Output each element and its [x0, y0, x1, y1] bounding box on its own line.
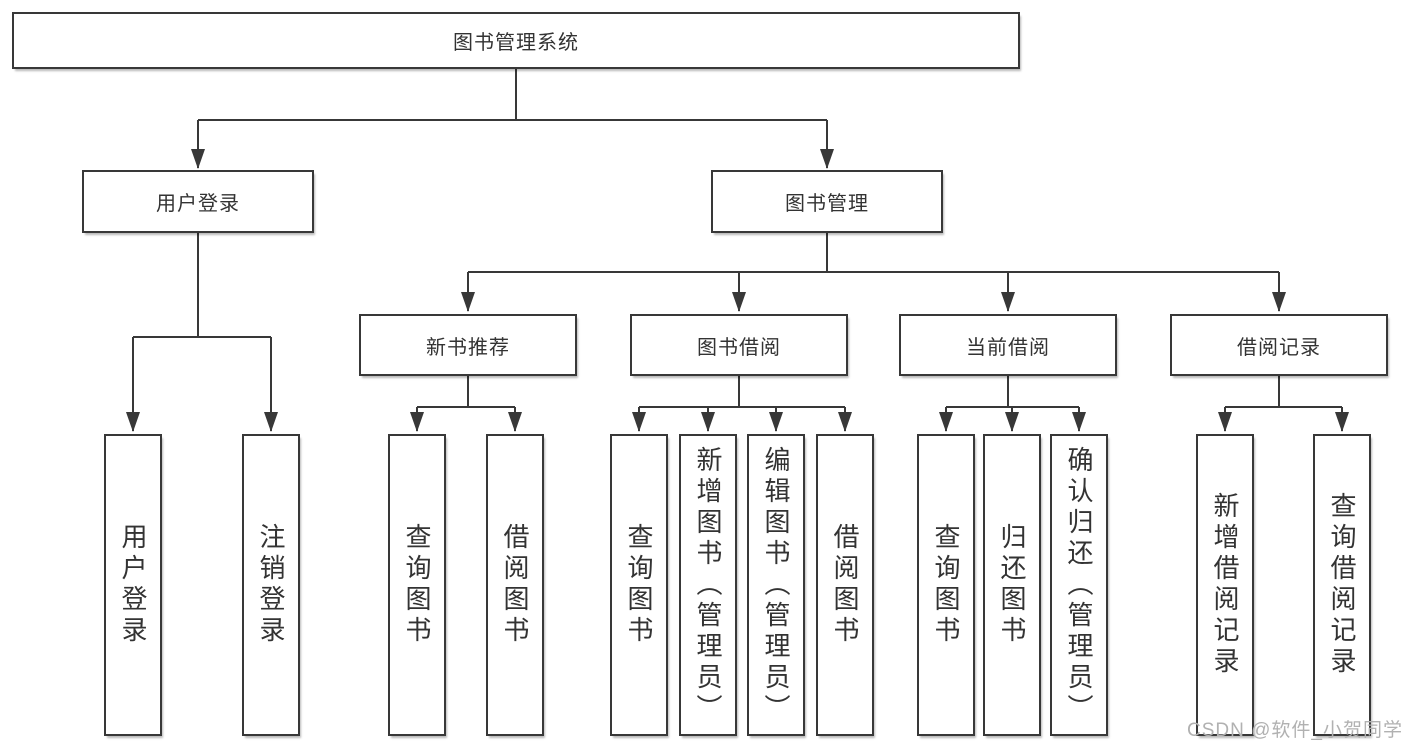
node-label: 借阅记录	[1237, 336, 1321, 359]
leaf-label: 新增图书（管理员）	[693, 445, 723, 725]
node-current-borrowing: 当前借阅	[899, 314, 1117, 376]
leaf-label: 查询借阅记录	[1327, 492, 1357, 678]
node-book-management: 图书管理	[711, 170, 943, 233]
leaf-label: 归还图书	[997, 523, 1027, 647]
leaf-label: 查询图书	[624, 523, 654, 647]
leaf-label: 用户登录	[118, 523, 148, 647]
leaf-label: 查询图书	[402, 523, 432, 647]
leaf-label: 查询图书	[931, 523, 961, 647]
node-label: 当前借阅	[966, 336, 1050, 359]
node-label: 新书推荐	[426, 336, 510, 359]
node-new-book-recommendation: 新书推荐	[359, 314, 577, 376]
leaf-label: 借阅图书	[830, 523, 860, 647]
leaf-bb-add-books-admin: 新增图书（管理员）	[679, 434, 737, 736]
leaf-label: 新增借阅记录	[1210, 492, 1240, 678]
node-user-login: 用户登录	[82, 170, 314, 233]
node-label: 图书借阅	[697, 336, 781, 359]
leaf-cb-return-books: 归还图书	[983, 434, 1041, 736]
leaf-bb-query-books: 查询图书	[610, 434, 668, 736]
node-label: 图书管理系统	[453, 32, 579, 54]
node-library-management-system: 图书管理系统	[12, 12, 1020, 69]
leaf-label: 借阅图书	[500, 523, 530, 647]
leaf-label: 编辑图书（管理员）	[761, 445, 791, 725]
leaf-nb-borrow-books: 借阅图书	[486, 434, 544, 736]
leaf-user-login: 用户登录	[104, 434, 162, 736]
csdn-watermark: CSDN @软件_小贺同学	[1187, 720, 1403, 741]
leaf-br-query-borrow-record: 查询借阅记录	[1313, 434, 1371, 736]
leaf-br-add-borrow-record: 新增借阅记录	[1196, 434, 1254, 736]
node-label: 用户登录	[156, 193, 240, 215]
leaf-bb-borrow-books: 借阅图书	[816, 434, 874, 736]
leaf-nb-query-books: 查询图书	[388, 434, 446, 736]
leaf-cb-confirm-return-admin: 确认归还（管理员）	[1050, 434, 1108, 736]
leaf-label: 注销登录	[256, 523, 286, 647]
node-book-borrowing: 图书借阅	[630, 314, 848, 376]
leaf-logout: 注销登录	[242, 434, 300, 736]
leaf-bb-edit-books-admin: 编辑图书（管理员）	[747, 434, 805, 736]
node-label: 图书管理	[785, 193, 869, 215]
leaf-cb-query-books: 查询图书	[917, 434, 975, 736]
node-borrowing-records: 借阅记录	[1170, 314, 1388, 376]
leaf-label: 确认归还（管理员）	[1064, 445, 1094, 725]
